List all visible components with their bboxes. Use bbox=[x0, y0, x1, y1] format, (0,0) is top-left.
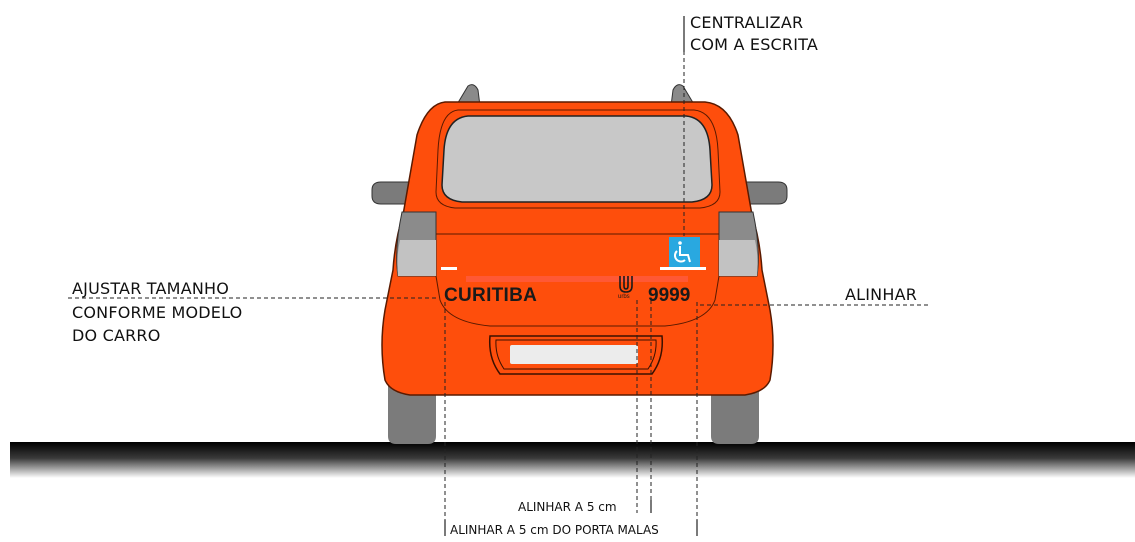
right-tail-light-inner bbox=[719, 240, 758, 276]
urbs-logo-icon bbox=[619, 276, 633, 293]
wheelchair-icon bbox=[674, 241, 691, 263]
center-label-line2: COM A ESCRITA bbox=[690, 35, 819, 54]
adjust-label-line2: CONFORME MODELO bbox=[72, 303, 243, 322]
guide-lines bbox=[68, 16, 930, 536]
brake-strip bbox=[466, 276, 688, 282]
ground bbox=[10, 442, 1135, 478]
accessibility-badge bbox=[669, 237, 700, 267]
car-number-text: 9999 bbox=[648, 285, 691, 306]
right-roof-fin bbox=[670, 84, 696, 107]
adjust-label-line3: DO CARRO bbox=[72, 326, 161, 345]
adjust-label-line1: AJUSTAR TAMANHO bbox=[72, 279, 230, 298]
trunk-mark-right bbox=[660, 267, 706, 270]
car-city-text: CURITIBA bbox=[444, 285, 538, 306]
urbs-logo-text: urbs bbox=[618, 294, 630, 300]
rear-window bbox=[441, 115, 713, 203]
align-5cm-label: ALINHAR A 5 cm bbox=[518, 500, 617, 514]
align-right-label: ALINHAR bbox=[845, 285, 918, 304]
plate-housing-inner bbox=[495, 339, 657, 370]
align-5cm-trunk-label: ALINHAR A 5 cm DO PORTA MALAS bbox=[450, 523, 659, 537]
window-frame bbox=[435, 109, 721, 209]
trunk-mark-left bbox=[441, 267, 457, 270]
left-tail-light-inner bbox=[397, 240, 436, 276]
center-label-line1: CENTRALIZAR bbox=[690, 13, 804, 32]
license-plate bbox=[510, 345, 638, 364]
trunk-outline bbox=[435, 275, 720, 327]
left-roof-fin bbox=[455, 84, 481, 107]
